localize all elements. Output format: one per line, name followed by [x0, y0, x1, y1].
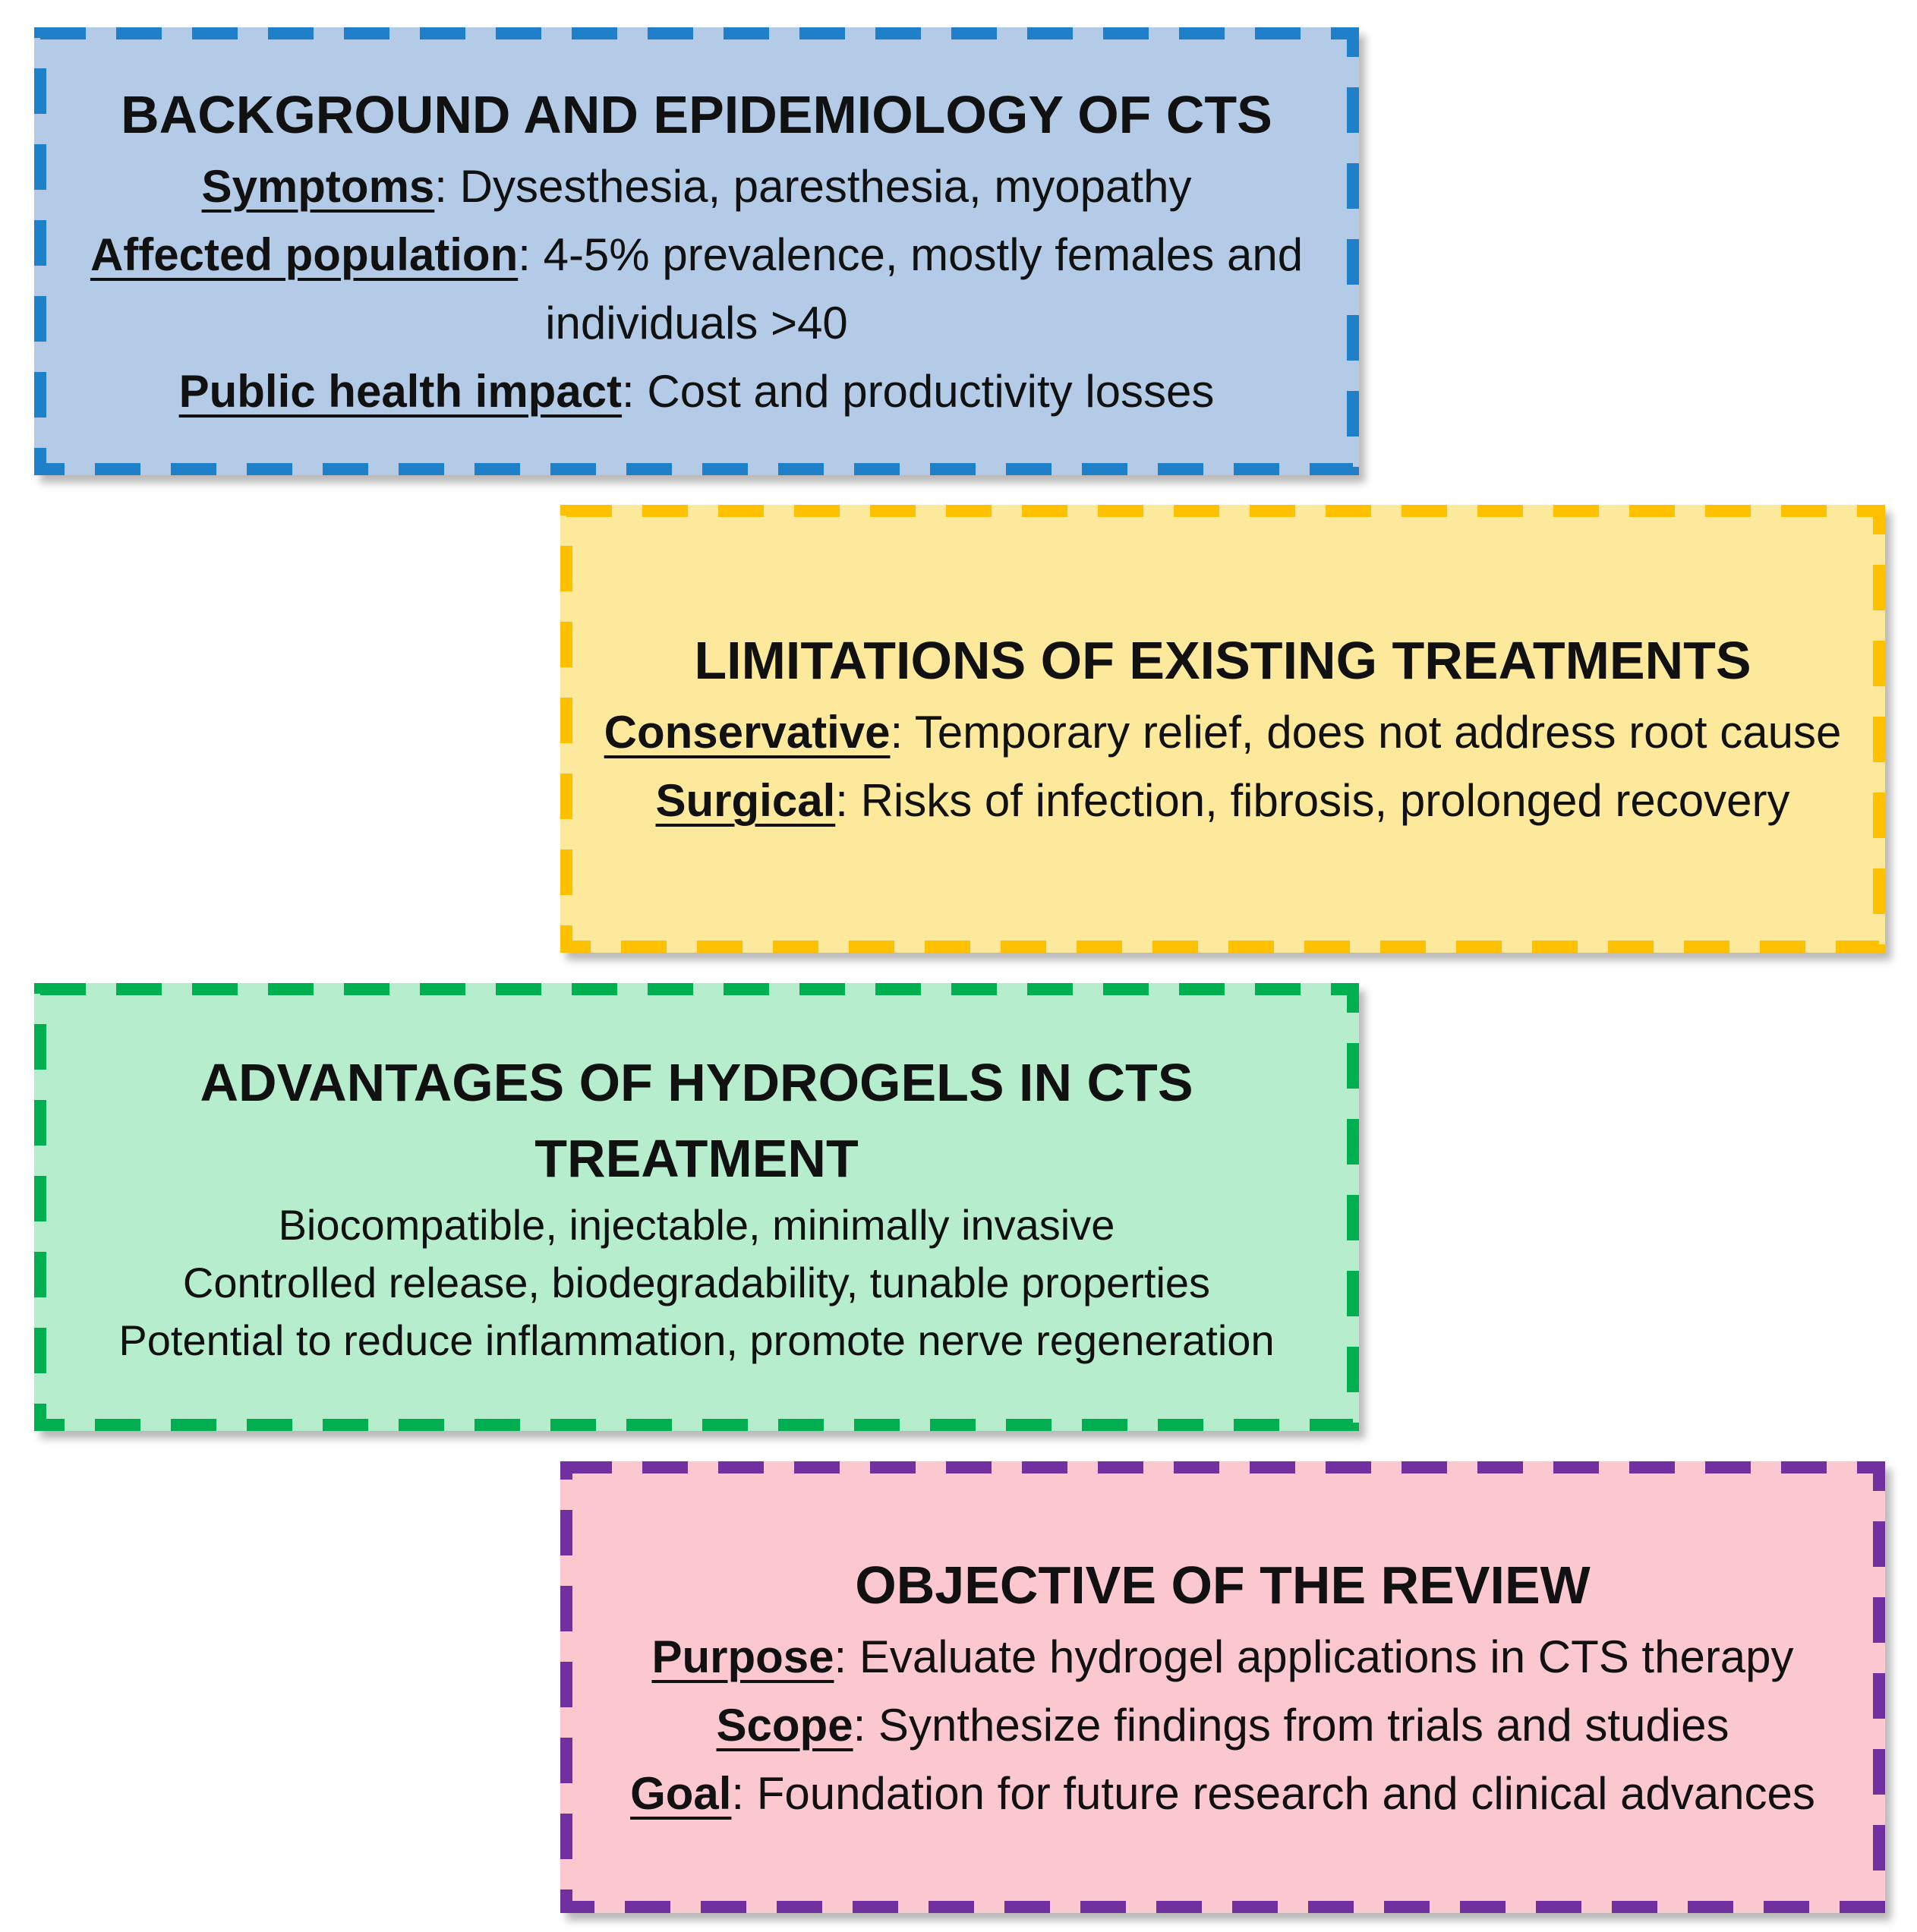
background-panel: BACKGROUND AND EPIDEMIOLOGY OF CTS Sympt… [34, 27, 1359, 475]
limitations-item-text: : Risks of infection, fibrosis, prolonge… [835, 775, 1790, 826]
limitations-panel: LIMITATIONS OF EXISTING TREATMENTS Conse… [560, 505, 1885, 953]
background-item-text: : 4-5% prevalence, mostly females and in… [518, 229, 1304, 348]
hydrogels-line: Biocompatible, injectable, minimally inv… [278, 1201, 1115, 1249]
background-item-key: Public health impact [178, 366, 623, 417]
background-item-text: : Dysesthesia, paresthesia, myopathy [434, 161, 1192, 212]
objective-item-goal: Goal: Foundation for future research and… [630, 1760, 1815, 1828]
background-item-key: Affected population [90, 229, 519, 280]
objective-item-key: Goal [630, 1767, 732, 1819]
objective-item-text: : Evaluate hydrogel applications in CTS … [834, 1631, 1794, 1682]
objective-panel: OBJECTIVE OF THE REVIEW Purpose: Evaluat… [560, 1461, 1885, 1913]
objective-item-text: : Synthesize findings from trials and st… [853, 1699, 1729, 1751]
limitations-item-key: Conservative [604, 707, 891, 758]
limitations-item-key: Surgical [655, 775, 836, 826]
limitations-item-surgical: Surgical: Risks of infection, fibrosis, … [656, 767, 1790, 835]
background-title: BACKGROUND AND EPIDEMIOLOGY OF CTS [121, 85, 1272, 144]
limitations-title: LIMITATIONS OF EXISTING TREATMENTS [694, 631, 1751, 690]
objective-item-key: Scope [716, 1699, 853, 1751]
objective-title: OBJECTIVE OF THE REVIEW [855, 1555, 1591, 1615]
background-item-symptoms: Symptoms: Dysesthesia, paresthesia, myop… [202, 153, 1192, 221]
background-item-text: : Cost and productivity losses [622, 366, 1215, 417]
objective-item-scope: Scope: Synthesize findings from trials a… [717, 1691, 1729, 1760]
hydrogels-panel: ADVANTAGES OF HYDROGELS IN CTS TREATMENT… [34, 983, 1359, 1431]
objective-item-purpose: Purpose: Evaluate hydrogel applications … [651, 1623, 1793, 1691]
hydrogels-line: Controlled release, biodegradability, tu… [182, 1259, 1211, 1306]
objective-item-key: Purpose [651, 1631, 834, 1682]
hydrogels-line: Potential to reduce inflammation, promot… [118, 1316, 1275, 1364]
limitations-item-text: : Temporary relief, does not address roo… [890, 707, 1842, 758]
background-item-population: Affected population: 4-5% prevalence, mo… [65, 221, 1329, 358]
limitations-item-conservative: Conservative: Temporary relief, does not… [604, 698, 1842, 767]
objective-item-text: : Foundation for future research and cli… [731, 1767, 1815, 1819]
hydrogels-title: ADVANTAGES OF HYDROGELS IN CTS TREATMENT [200, 1053, 1193, 1188]
background-item-impact: Public health impact: Cost and productiv… [179, 358, 1215, 426]
background-item-key: Symptoms [201, 161, 435, 212]
